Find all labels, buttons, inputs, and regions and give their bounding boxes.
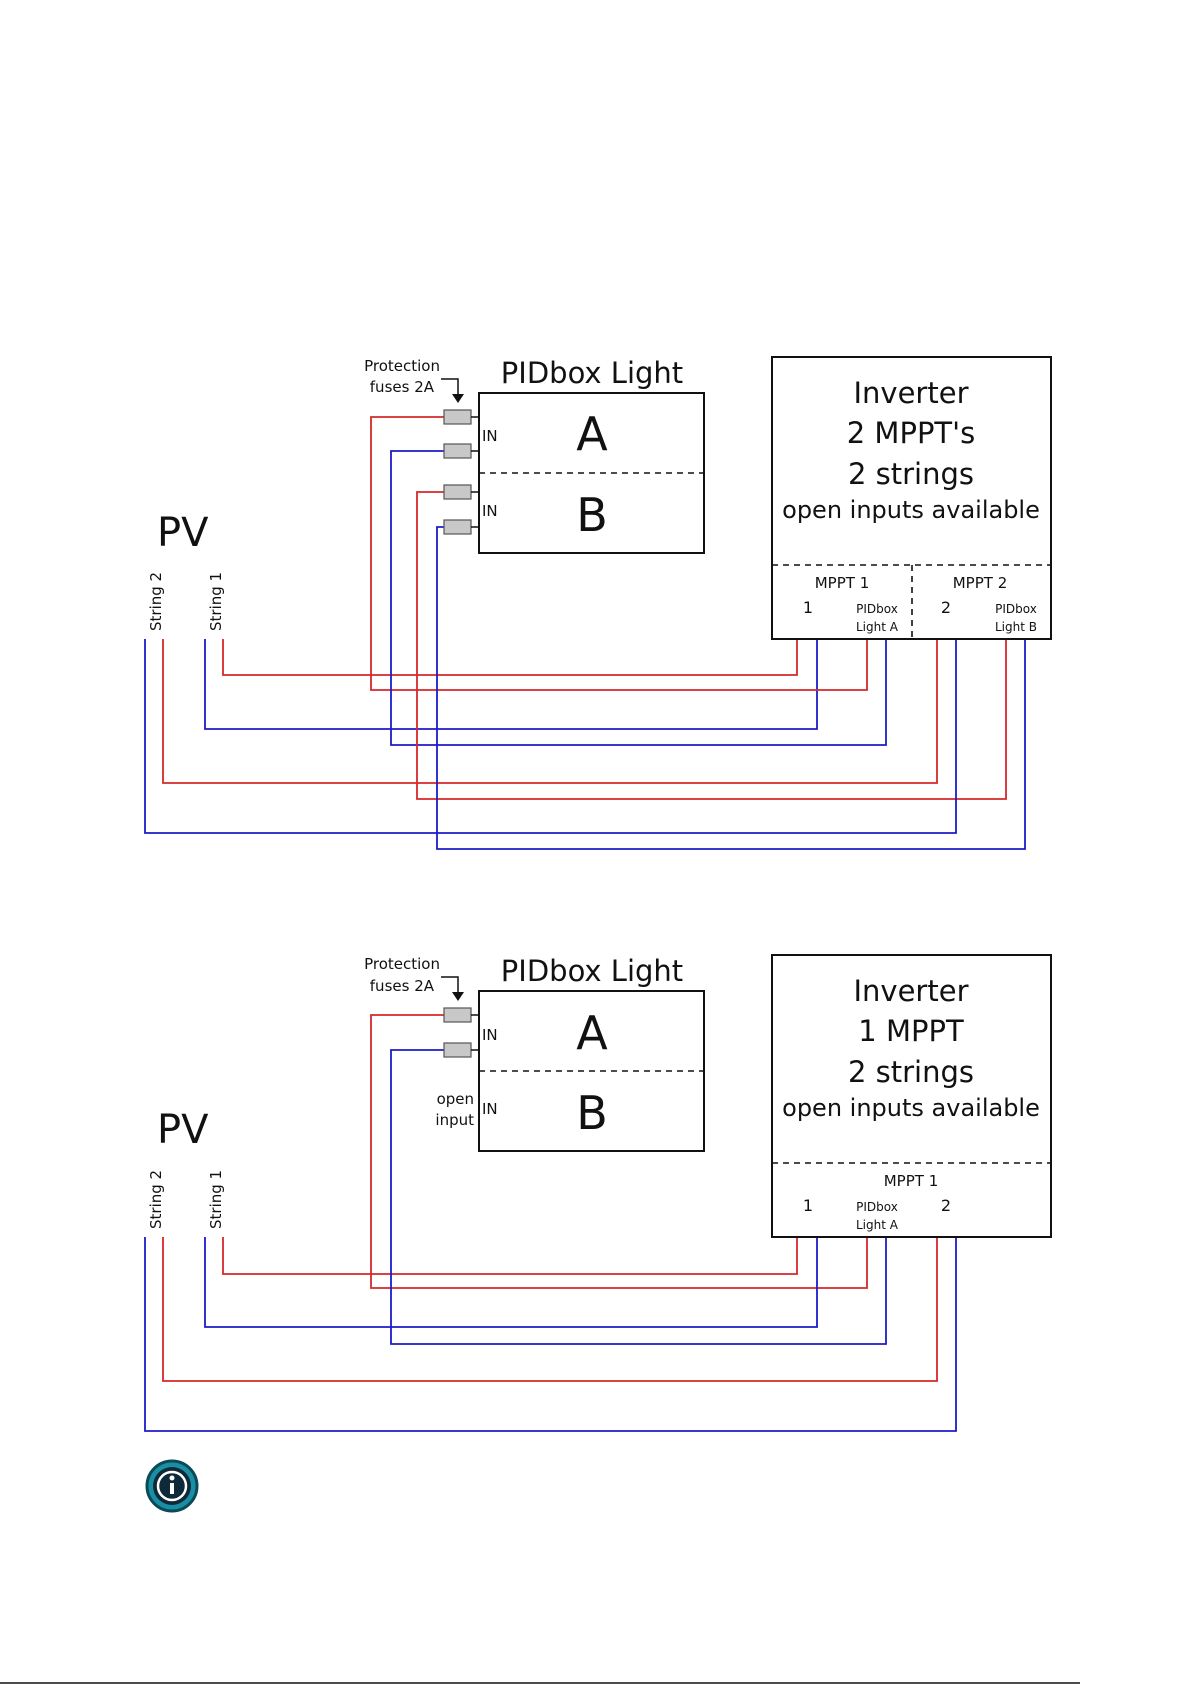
open-input-line1: open [437,1090,474,1108]
inverter-open-inputs: open inputs available [782,1094,1040,1122]
mppt1-input-1: 1 [803,1196,813,1215]
string-1-label: String 1 [207,1170,225,1229]
pidbox-channel-a: A [576,407,608,461]
pidbox-in-label-b: IN [482,1100,498,1118]
pidbox-channel-a: A [576,1006,608,1060]
inverter-string-count: 2 strings [848,1055,974,1089]
fuse-arrowhead-icon [452,992,464,1001]
fuse-a-positive [443,1007,472,1023]
mppt1-pidbox-line1: PIDbox [856,1200,898,1214]
pidbox-in-label-a: IN [482,1026,498,1044]
mppt1-input-2: 2 [941,1196,951,1215]
mppt1-pidbox-line1: PIDbox [856,602,898,616]
wire-string1-negative [204,1237,818,1328]
fuse-arrow-icon [441,378,459,398]
fuse-arrowhead-icon [452,394,464,403]
string-1-label: String 1 [207,572,225,631]
fuse-a-positive [443,409,472,425]
fuse-label-line2: fuses 2A [370,378,435,396]
diagram-1-wires [144,416,1026,850]
pv-label: PV [157,1107,209,1153]
diagram-1: Protection fuses 2A PIDbox Light A B IN … [144,356,1052,850]
inverter-title: Inverter [854,974,969,1008]
string-2-label: String 2 [147,1170,165,1229]
wire-pidbox-a-positive [370,416,868,691]
mppt2-pidbox-line2: Light B [995,620,1037,634]
mppt2-input-2: 2 [941,598,951,617]
wire-string1-negative [204,639,818,730]
pidbox-in-label-a: IN [482,427,498,445]
pidbox-in-label-b: IN [482,502,498,520]
fuse-a-negative [443,443,472,459]
inverter-mppt-count: 1 MPPT [858,1014,964,1048]
open-input-line2: input [435,1111,474,1129]
diagram-2-wires [144,1014,957,1432]
wire-string1-positive [222,1237,798,1275]
wire-string1-positive [222,639,798,676]
fuse-label-line2: fuses 2A [370,977,435,995]
pidbox-channel-b: B [576,488,608,542]
pidbox-title: PIDbox Light [501,954,683,988]
wire-string2-negative [144,639,957,834]
inverter-title: Inverter [854,376,969,410]
string-2-label: String 2 [147,572,165,631]
mppt1-pidbox-line2: Light A [856,620,899,634]
mppt1-label: MPPT 1 [815,574,870,592]
fuse-b-positive [443,484,472,500]
fuse-label-line1: Protection [364,955,440,973]
pidbox-title: PIDbox Light [501,356,683,390]
mppt1-label: MPPT 1 [884,1172,939,1190]
wire-pidbox-a-negative [390,450,887,746]
inverter-open-inputs: open inputs available [782,496,1040,524]
fuse-arrow-icon [441,976,459,996]
inverter-string-count: 2 strings [848,457,974,491]
fuse-b-negative [443,519,472,535]
pidbox-channel-b: B [576,1086,608,1140]
wire-pidbox-b-negative [436,526,1026,850]
wire-string2-positive [162,1237,938,1382]
mppt2-pidbox-line1: PIDbox [995,602,1037,616]
wire-pidbox-a-negative [390,1049,887,1345]
wire-string2-positive [162,639,938,784]
info-icon [145,1459,199,1513]
wire-pidbox-a-positive [370,1014,868,1289]
diagram-2: Protection fuses 2A PIDbox Light A B IN … [144,954,1052,1432]
mppt2-label: MPPT 2 [953,574,1008,592]
fuse-label-line1: Protection [364,357,440,375]
mppt1-pidbox-line2: Light A [856,1218,899,1232]
pv-label: PV [157,510,209,556]
wire-pidbox-b-positive [416,491,1007,800]
mppt1-input-1: 1 [803,598,813,617]
wire-string2-negative [144,1237,957,1432]
inverter-mppt-count: 2 MPPT's [847,416,975,450]
fuse-a-negative [443,1042,472,1058]
inverter-box [771,954,1052,1238]
